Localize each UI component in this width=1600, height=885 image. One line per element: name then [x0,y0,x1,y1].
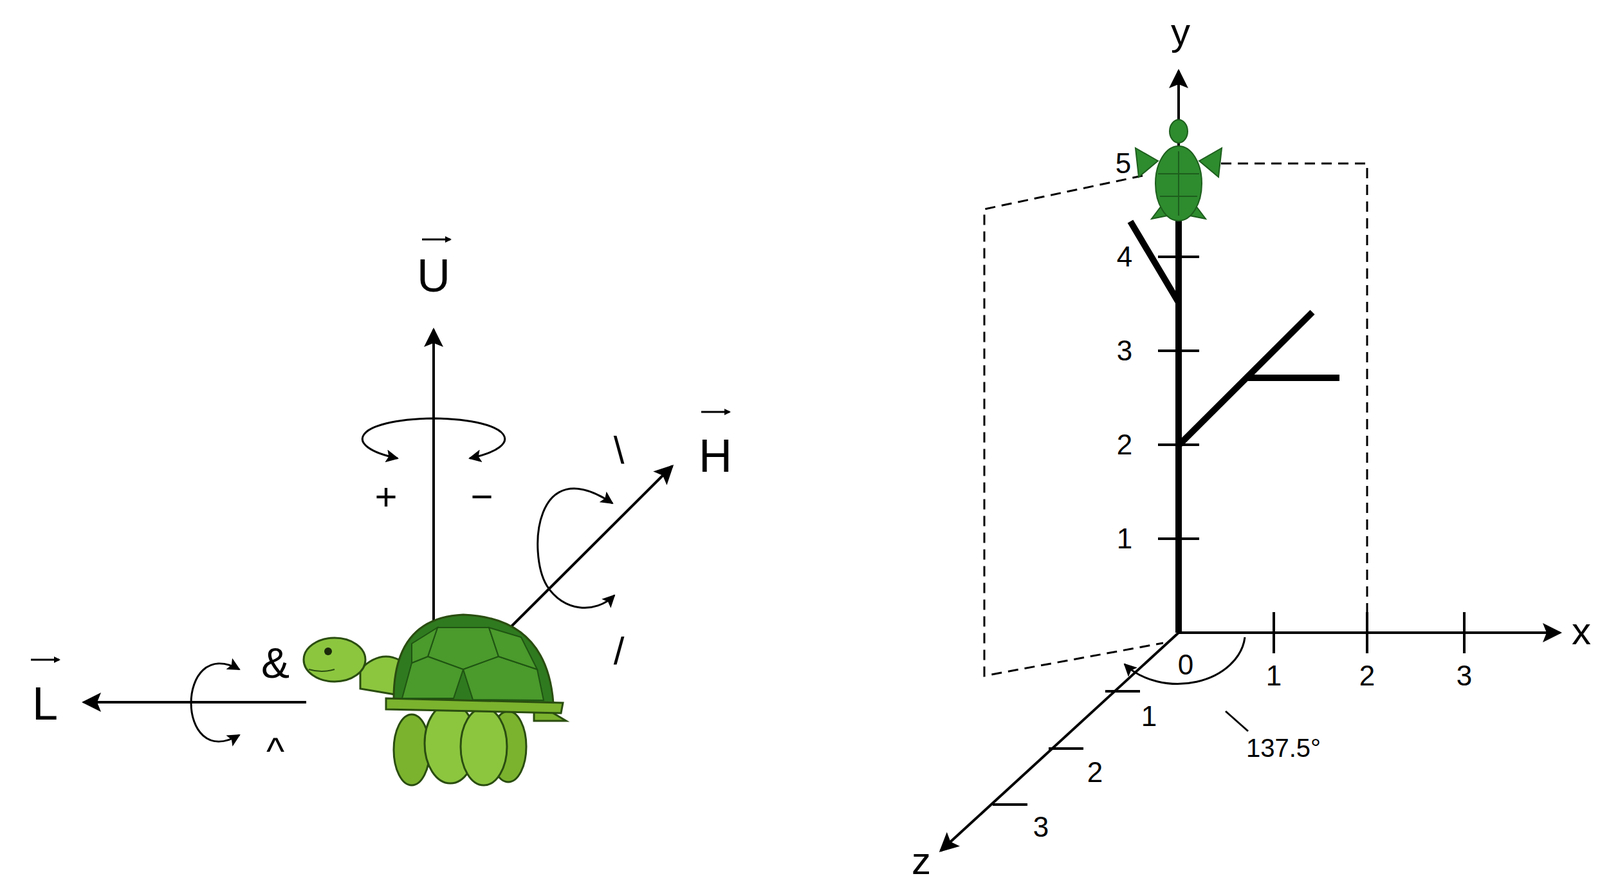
vector-label: L [32,680,58,727]
tick-number: 3 [1456,661,1472,690]
tick-number: 3 [1116,336,1133,365]
rotation-symbol: & [261,641,290,684]
turtle-side [303,614,567,785]
angle-arc [1124,636,1245,684]
tick-number: 2 [1359,661,1375,690]
tick-number: 0 [1177,650,1194,679]
turtle-top [1135,119,1222,221]
tick-number: 1 [1266,661,1282,690]
rotation-symbol: ^ [266,732,285,771]
rotation-symbol: \ [613,431,625,470]
angle-leader [1225,710,1249,731]
tick-number: 3 [1033,812,1049,841]
ticks [992,256,1465,805]
rotation-symbol: / [613,631,625,671]
plant [1130,219,1340,633]
tick-number: 4 [1116,242,1133,271]
l-axis [83,700,307,704]
rotation-sign: + [374,477,397,516]
vector-label: H [698,432,733,479]
axis-name: x [1571,611,1591,651]
rotation-sign: − [470,477,493,516]
u-axis [432,329,435,633]
axis-name: z [911,841,931,881]
tick-number: 2 [1087,757,1103,787]
tick-number: 2 [1116,430,1133,459]
h-axis [510,465,673,628]
x-axis [1178,631,1561,634]
axis-name: y [1170,12,1191,52]
roll-arrow [537,488,615,608]
tick-number: 1 [1116,524,1133,553]
vector-label: U [416,252,451,299]
z-axis [940,632,1179,851]
pitch-arrow [191,663,240,742]
tick-number: 5 [1115,149,1132,178]
tick-number: 1 [1141,701,1157,731]
plane-outline [984,163,1368,676]
yaw-arrow [362,418,505,459]
angle-label: 137.5° [1246,734,1321,761]
